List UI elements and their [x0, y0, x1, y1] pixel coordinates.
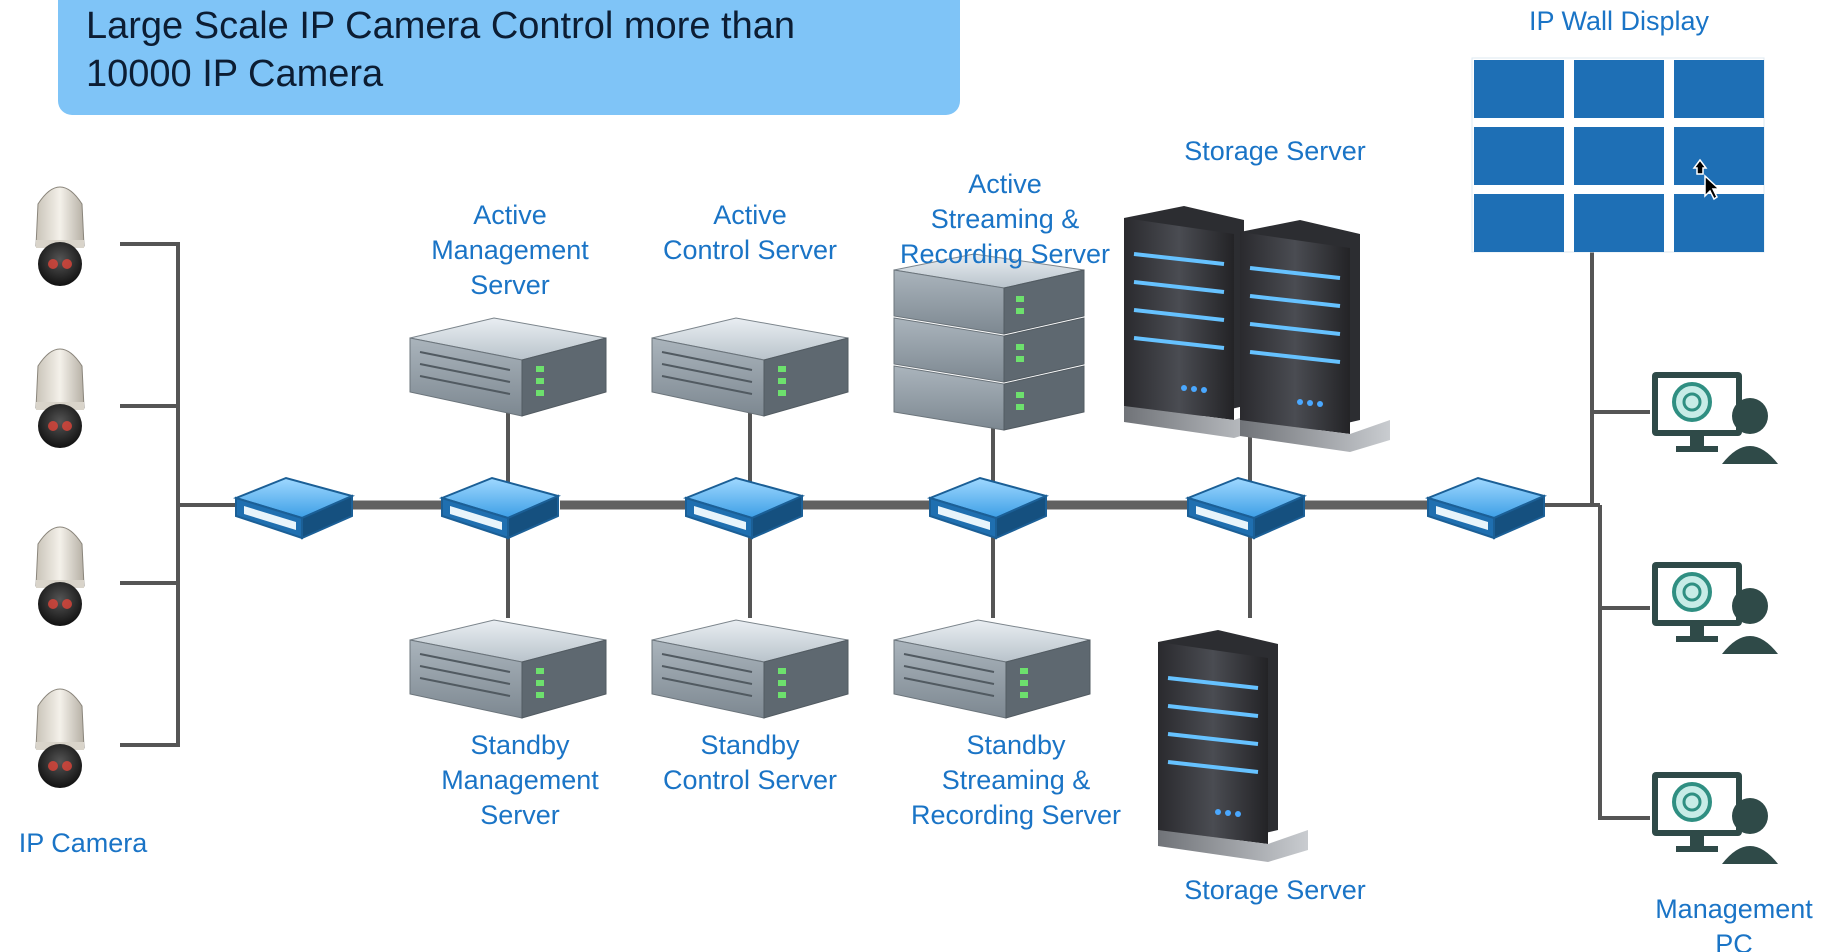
- rack-server-icon: [893, 365, 1085, 431]
- move-cursor-icon: [1692, 158, 1721, 201]
- rack-server-icon: [651, 317, 849, 417]
- rack-server-icon: [409, 317, 607, 417]
- diagram-title: Large Scale IP Camera Control more than …: [86, 5, 795, 95]
- network-switch-icon: [926, 476, 1049, 540]
- rack-server-icon: [409, 619, 607, 719]
- ptz-dome-camera-icon: [35, 348, 85, 448]
- operator-workstation-icon: [1652, 772, 1778, 864]
- storage-server-bottom-label: Storage Server: [1184, 875, 1366, 905]
- standby-management-server-label: Standby Management Server: [441, 730, 599, 830]
- network-switch-icon: [682, 476, 805, 540]
- management-pc-label: Management PC: [1655, 894, 1813, 952]
- workstation-group: [1652, 372, 1778, 864]
- operator-workstation-icon: [1652, 562, 1778, 654]
- storage-server-top-label: Storage Server: [1184, 136, 1366, 166]
- network-switch-icon: [232, 476, 355, 540]
- video-wall-icon: [1471, 57, 1765, 253]
- ptz-dome-camera-icon: [35, 186, 85, 286]
- ip-camera-group: [35, 186, 85, 788]
- active-management-server-label: Active Management Server: [431, 200, 589, 300]
- rack-server-icon: [651, 619, 849, 719]
- active-control-server-label: Active Control Server: [662, 200, 838, 265]
- tower-server-icon: [1240, 220, 1390, 452]
- ip-camera-label: IP Camera: [18, 828, 148, 858]
- tower-server-icon: [1124, 206, 1274, 438]
- tower-server-group: [1124, 206, 1390, 862]
- network-switch-icon: [1184, 476, 1307, 540]
- ptz-dome-camera-icon: [35, 526, 85, 626]
- rack-server-group: [409, 253, 1091, 719]
- standby-streaming-server-label: Standby Streaming & Recording Server: [910, 730, 1122, 830]
- connector-lines: [120, 242, 1650, 820]
- tower-server-icon: [1158, 630, 1308, 862]
- rack-server-icon: [893, 317, 1085, 383]
- title-banner: [58, 0, 960, 115]
- network-switch-icon: [1424, 476, 1547, 540]
- network-switch-group: [232, 476, 1547, 540]
- ptz-dome-camera-icon: [35, 688, 85, 788]
- ip-wall-display-label: IP Wall Display: [1528, 6, 1710, 36]
- standby-control-server-label: Standby Control Server: [662, 730, 838, 795]
- rack-server-icon: [893, 253, 1085, 335]
- rack-server-icon: [893, 619, 1091, 719]
- operator-workstation-icon: [1652, 372, 1778, 464]
- active-streaming-server-label: Active Streaming & Recording Server: [899, 169, 1111, 269]
- network-switch-icon: [438, 476, 561, 540]
